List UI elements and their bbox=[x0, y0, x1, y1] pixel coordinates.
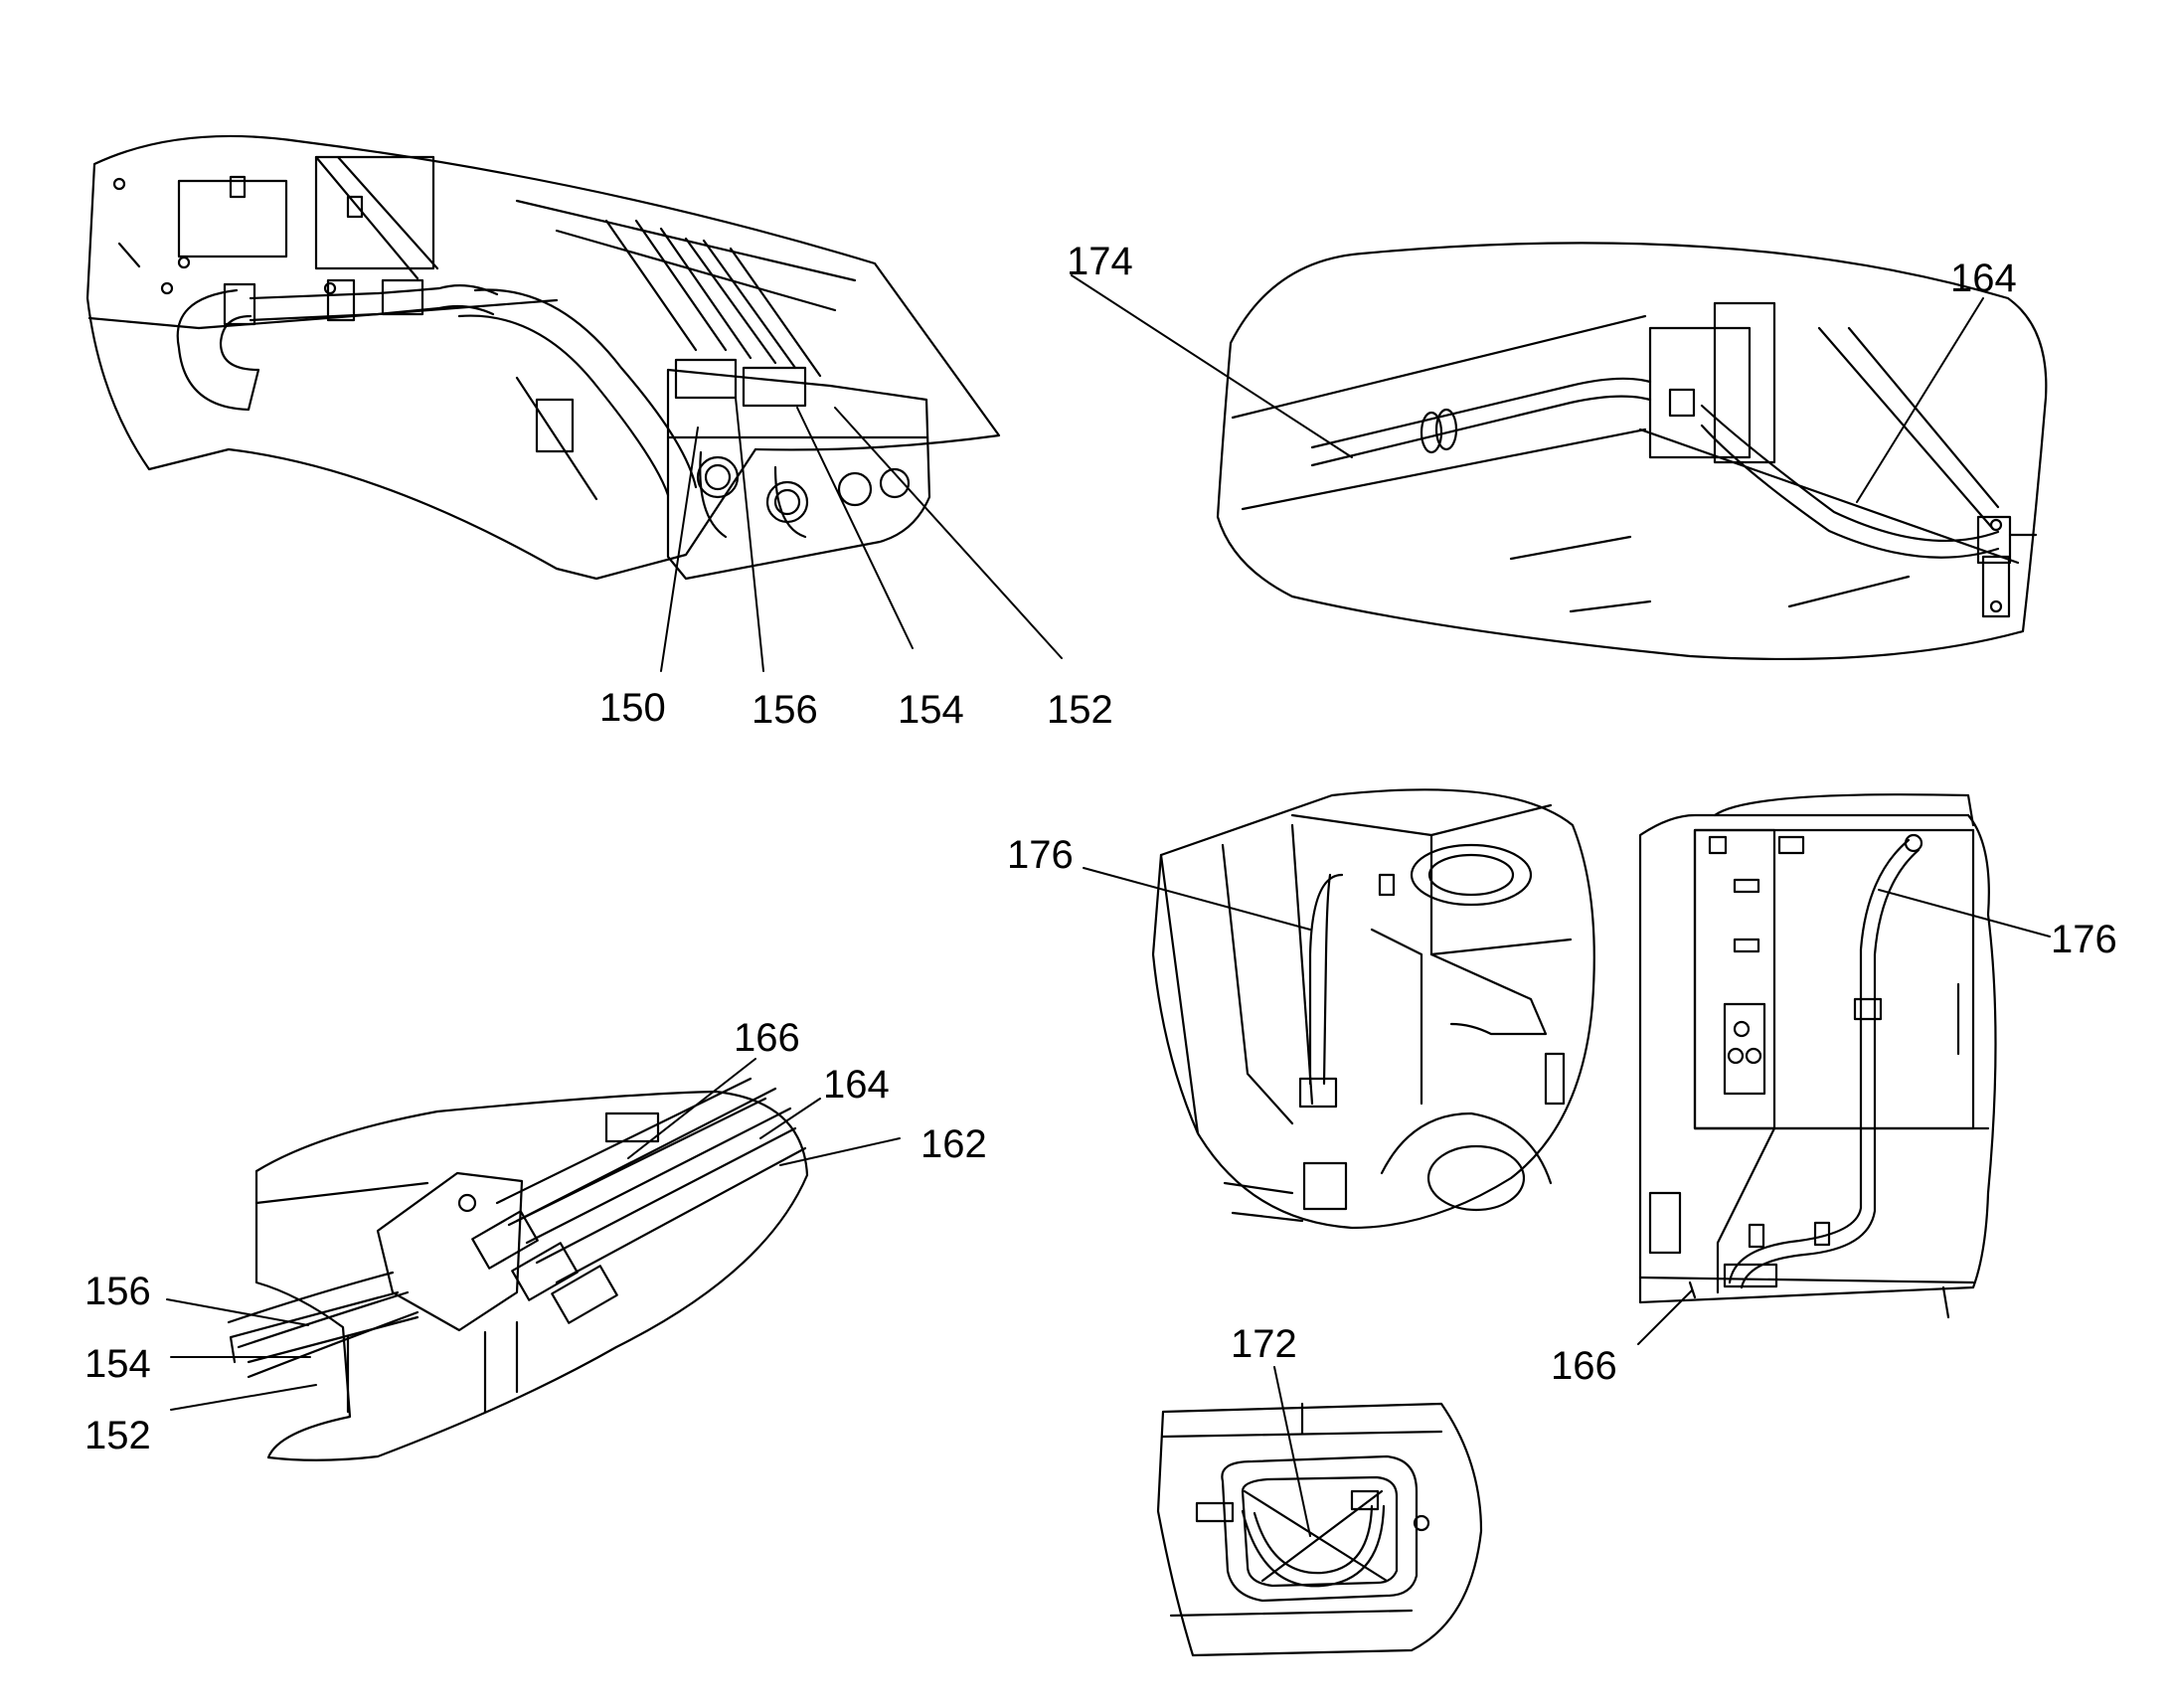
callout-172: 172 bbox=[1231, 1322, 1297, 1366]
callout-162: 162 bbox=[920, 1122, 987, 1166]
view-bottom-left bbox=[227, 1077, 809, 1461]
callout-166: 166 bbox=[1551, 1344, 1617, 1388]
callout-156: 156 bbox=[752, 688, 818, 732]
callout-152: 152 bbox=[84, 1414, 151, 1457]
callout-164: 164 bbox=[1950, 256, 2017, 300]
leader-lines bbox=[166, 274, 2051, 1537]
callout-166: 166 bbox=[734, 1016, 800, 1060]
callout-152: 152 bbox=[1047, 688, 1113, 732]
callout-176: 176 bbox=[2051, 918, 2117, 961]
callout-154: 154 bbox=[898, 688, 964, 732]
view-bottom-right bbox=[1638, 793, 1997, 1319]
view-bottom-center bbox=[1151, 788, 1595, 1230]
view-bottom-small bbox=[1156, 1402, 1483, 1657]
view-top-left bbox=[85, 134, 1001, 581]
view-top-right bbox=[1216, 242, 2048, 661]
callout-156: 156 bbox=[84, 1270, 151, 1313]
callout-154: 154 bbox=[84, 1342, 151, 1386]
callout-150: 150 bbox=[599, 686, 666, 730]
callout-174: 174 bbox=[1067, 240, 1133, 283]
callout-164: 164 bbox=[823, 1063, 890, 1107]
callout-176: 176 bbox=[1007, 833, 1074, 877]
callout-labels: 150 156 154 152 174 164 176 176 166 164 … bbox=[84, 240, 2117, 1457]
